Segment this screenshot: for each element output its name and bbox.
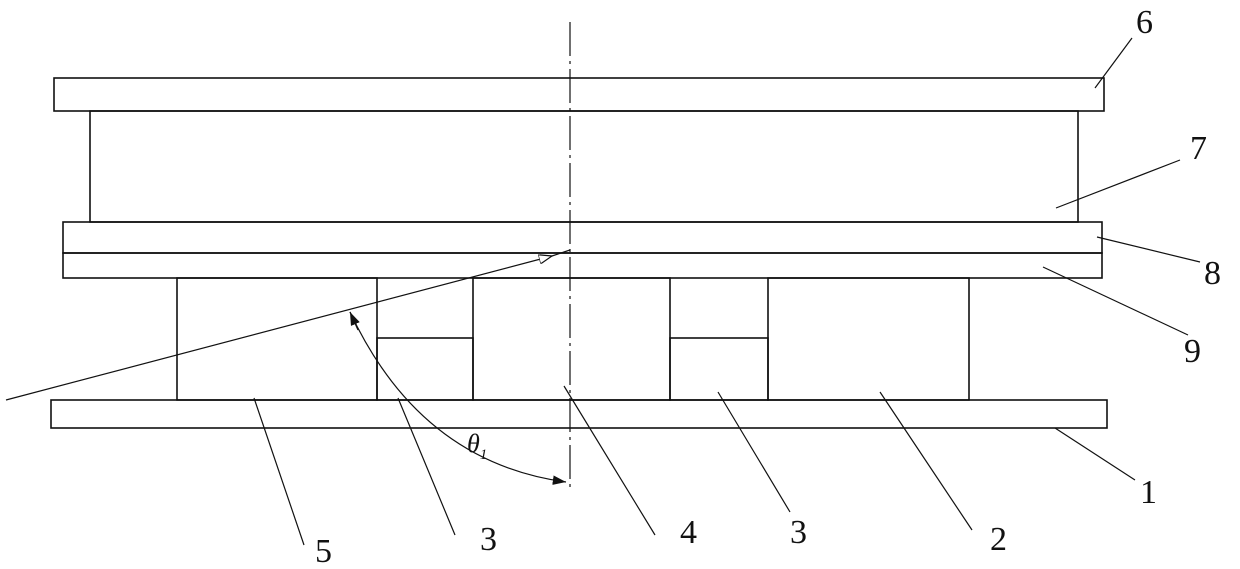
label-1: 1 (1140, 474, 1157, 511)
middle-plate-8 (63, 222, 1102, 253)
leader-line-8 (1097, 237, 1200, 262)
leader-line-7 (1056, 160, 1180, 208)
left-block-5 (177, 278, 377, 400)
label-2: 2 (990, 521, 1007, 558)
leader-line-3-right (718, 392, 790, 512)
base-plate-1 (51, 400, 1107, 428)
label-8: 8 (1204, 255, 1221, 292)
angle-symbol: θ (467, 429, 480, 458)
label-7: 7 (1190, 130, 1207, 167)
blank-plate-9 (63, 253, 1102, 278)
angle-arc-start-arrow (350, 312, 358, 330)
right-block-2 (768, 278, 969, 400)
leader-line-9 (1043, 267, 1188, 335)
angle-subscript: 1 (480, 447, 488, 463)
leader-line-2 (880, 392, 972, 530)
small-block-3-left (377, 338, 473, 400)
label-9: 9 (1184, 333, 1201, 370)
center-block-4 (473, 278, 670, 400)
cross-hatched-layer-7 (90, 111, 1078, 222)
top-plate-6 (54, 78, 1104, 111)
leader-line-1 (1055, 428, 1135, 480)
leader-line-6 (1095, 38, 1132, 88)
angle-label: θ1 (467, 429, 487, 463)
leader-line-5 (254, 398, 304, 545)
label-6: 6 (1136, 4, 1153, 41)
leader-line-4 (564, 386, 655, 535)
label-3-right: 3 (790, 514, 807, 551)
small-block-3-right (670, 338, 768, 400)
label-5: 5 (315, 533, 332, 569)
label-4: 4 (680, 514, 697, 551)
label-3-left: 3 (480, 521, 497, 558)
